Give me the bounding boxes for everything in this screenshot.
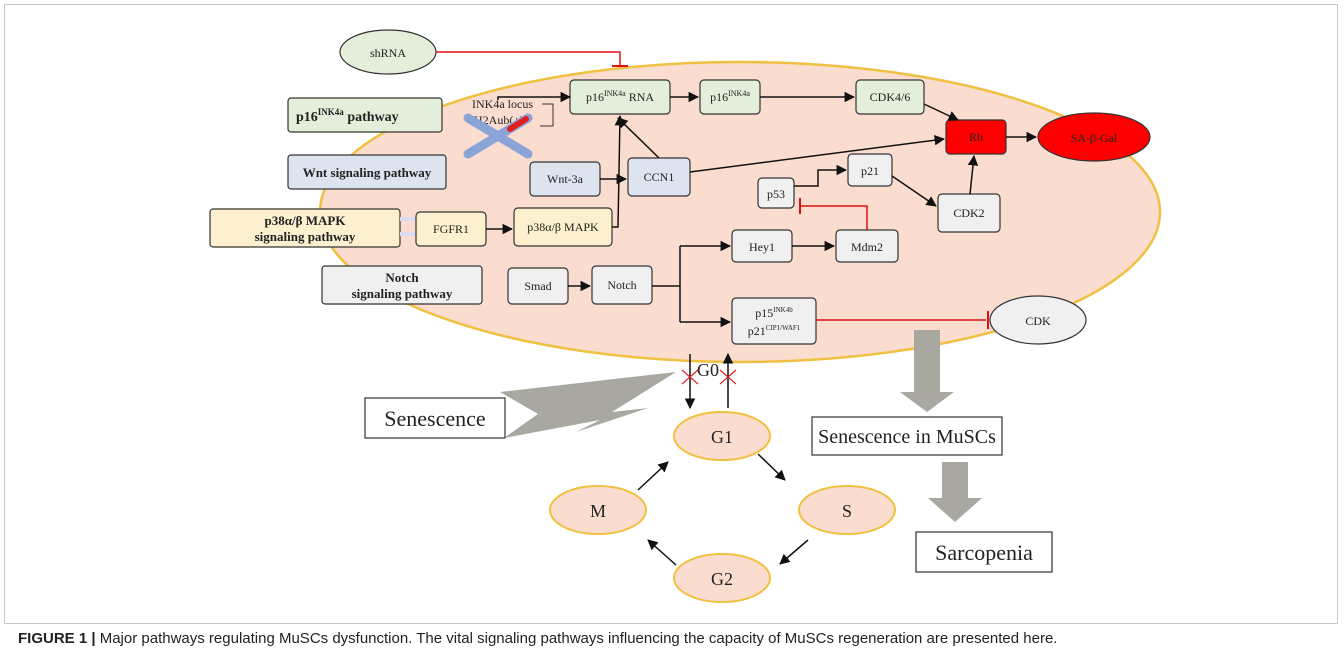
cdk2-node	[937, 193, 1001, 233]
p16-pathway-box	[287, 97, 443, 133]
p38-connector-bottom	[400, 232, 416, 236]
p21-label: p21	[861, 164, 879, 178]
p38-pathway-label-2: signaling pathway	[255, 229, 356, 244]
s-phase	[798, 485, 896, 535]
ccn1-label: CCN1	[644, 170, 675, 184]
notch-node	[591, 265, 653, 305]
sa-beta-gal-node	[1037, 112, 1151, 162]
sa-beta-gal-label: SA-β-Gal	[1071, 131, 1118, 145]
pathway-diagram: G1 S G2 M G0 Senescence Senescence in Mu…	[209, 29, 1162, 603]
caption-label: FIGURE 1 |	[18, 630, 96, 647]
p16-protein-label: p16INK4a	[710, 89, 750, 104]
p53-to-p21-arrow	[794, 164, 848, 187]
p21-node	[847, 153, 893, 187]
mdm2-label: Mdm2	[851, 240, 883, 254]
g0-block-cross-left	[681, 369, 699, 385]
cdk46-label: CDK4/6	[870, 90, 911, 104]
cdk-node	[989, 295, 1087, 345]
m-to-g1-arrow	[637, 461, 669, 491]
locus-bracket	[540, 103, 554, 127]
figure-frame	[4, 4, 1338, 624]
chromosome-arm-2	[463, 113, 533, 159]
p21-to-cdk2-arrow	[891, 175, 937, 207]
senescence-in-muscs-label: Senescence in MuSCs	[818, 426, 996, 448]
smad-label: Smad	[524, 279, 551, 293]
notch-pathway-box	[321, 265, 483, 305]
cdk-label: CDK	[1025, 314, 1051, 328]
p38-connector-top	[400, 217, 416, 221]
p38-pathway-box	[209, 208, 401, 248]
p38-mapk-label: p38α/β MAPK	[527, 220, 599, 234]
p15-label: p15INK4b	[755, 306, 793, 320]
figure-caption: FIGURE 1 | Major pathways regulating MuS…	[18, 630, 1328, 648]
p16-rna-label: p16INK4a RNA	[586, 89, 654, 104]
senescence-label: Senescence	[384, 406, 485, 431]
to-senescence-muscs-arrow	[900, 330, 954, 412]
g2-to-m-arrow	[647, 539, 677, 566]
p21-cip-label: p21CIP1/WAF1	[748, 324, 801, 338]
wnt3a-label: Wnt-3a	[547, 172, 584, 186]
ccn1-to-rb-arrow	[689, 135, 946, 173]
cdk2-label: CDK2	[953, 206, 984, 220]
shrna-inhibit-line	[436, 51, 621, 66]
ink4a-locus-label: INK4a locus	[472, 97, 533, 111]
hey1-label: Hey1	[749, 240, 775, 254]
g1-to-s-arrow	[757, 453, 786, 481]
m-label: M	[590, 501, 606, 521]
to-sarcopenia-arrow	[928, 462, 982, 522]
p38-pathway-label-1: p38α/β MAPK	[265, 213, 347, 228]
notch-pathway-label-1: Notch	[385, 270, 419, 285]
senescence-box	[364, 397, 506, 439]
shrna-label: shRNA	[370, 46, 406, 60]
rb-label: Rb	[969, 130, 983, 144]
p16-pathway-label: p16INK4a pathway	[296, 107, 399, 125]
wnt-pathway-label: Wnt signaling pathway	[303, 165, 432, 180]
mdm2-inhibit-line	[800, 205, 868, 230]
cdk2-to-rb-arrow	[967, 154, 979, 195]
g1-phase	[673, 411, 771, 461]
p53-label: p53	[767, 187, 785, 201]
lightning-bolt-icon	[500, 372, 676, 438]
g2-label: G2	[711, 569, 733, 589]
notch-label: Notch	[607, 278, 636, 292]
locus-to-p16rna-arrow	[497, 91, 572, 103]
sarcopenia-label: Sarcopenia	[935, 540, 1033, 565]
p38-to-p16rna-arrow	[612, 114, 626, 228]
s-label: S	[842, 501, 852, 521]
wnt-pathway-box	[287, 154, 447, 190]
p15-p21-node	[731, 297, 817, 345]
g1-label: G1	[711, 427, 733, 447]
g2-phase	[673, 553, 771, 603]
fgfr1-label: FGFR1	[433, 222, 469, 236]
chromosome-mark	[507, 116, 529, 132]
cdk46-node	[855, 79, 925, 115]
caption-text: Major pathways regulating MuSCs dysfunct…	[95, 630, 1058, 647]
senescence-in-muscs-box	[811, 416, 1003, 456]
s-to-g2-arrow	[779, 539, 809, 565]
cdk46-to-rb-arrow	[923, 103, 959, 121]
p53-node	[757, 177, 795, 209]
g0-label: G0	[697, 360, 719, 380]
g0-block-cross-right	[719, 369, 737, 385]
notch-pathway-label-2: signaling pathway	[352, 286, 453, 301]
m-phase	[549, 485, 647, 535]
sarcopenia-box	[915, 531, 1053, 573]
